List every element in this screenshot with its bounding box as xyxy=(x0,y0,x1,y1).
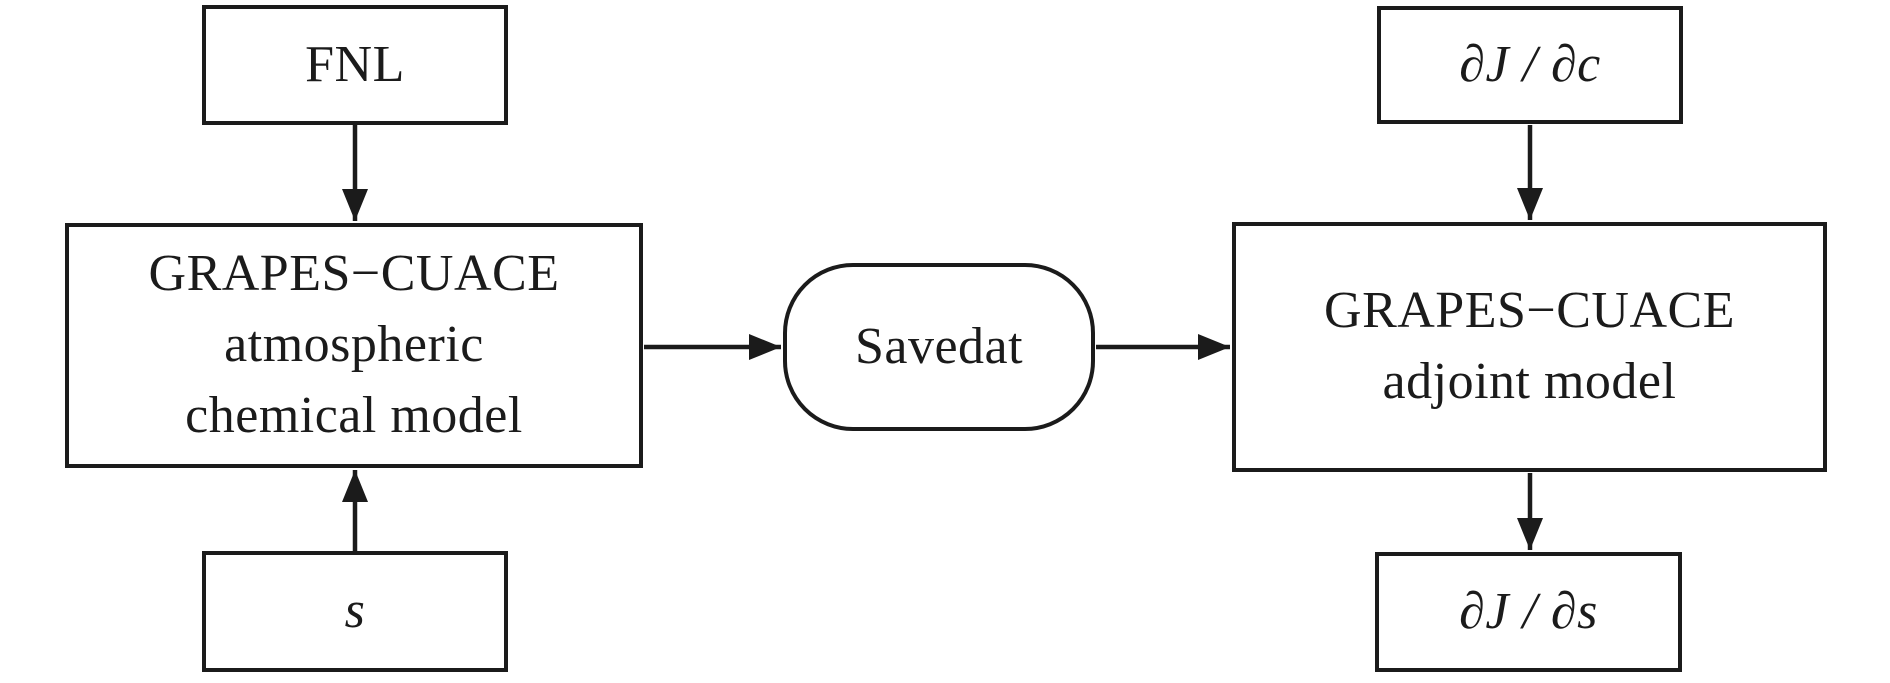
node-djds-box: ∂J / ∂s xyxy=(1375,552,1682,672)
chem-model-label-line1: GRAPES−CUACE xyxy=(148,245,560,303)
fnl-label: FNL xyxy=(305,35,405,93)
node-fnl-box: FNL xyxy=(202,5,508,125)
adjoint-model-label-line1: GRAPES−CUACE xyxy=(1324,282,1735,340)
node-savedat-box: Savedat xyxy=(783,263,1095,431)
djdc-label: ∂J / ∂c xyxy=(1459,35,1601,93)
chem-model-label-line3: chemical model xyxy=(185,386,523,444)
adjoint-model-label-line2: adjoint model xyxy=(1382,353,1677,410)
node-djdc-box: ∂J / ∂c xyxy=(1377,6,1683,124)
s-input-label: s xyxy=(344,582,366,640)
savedat-label: Savedat xyxy=(854,317,1024,375)
node-adjoint-model-box: GRAPES−CUACE adjoint model xyxy=(1232,222,1827,472)
node-chemical-model-box: GRAPES−CUACE atmospheric chemical model xyxy=(65,223,643,468)
djds-label: ∂J / ∂s xyxy=(1459,582,1598,640)
node-s-input-box: s xyxy=(202,551,508,672)
chem-model-label-line2: atmospheric xyxy=(224,316,484,374)
